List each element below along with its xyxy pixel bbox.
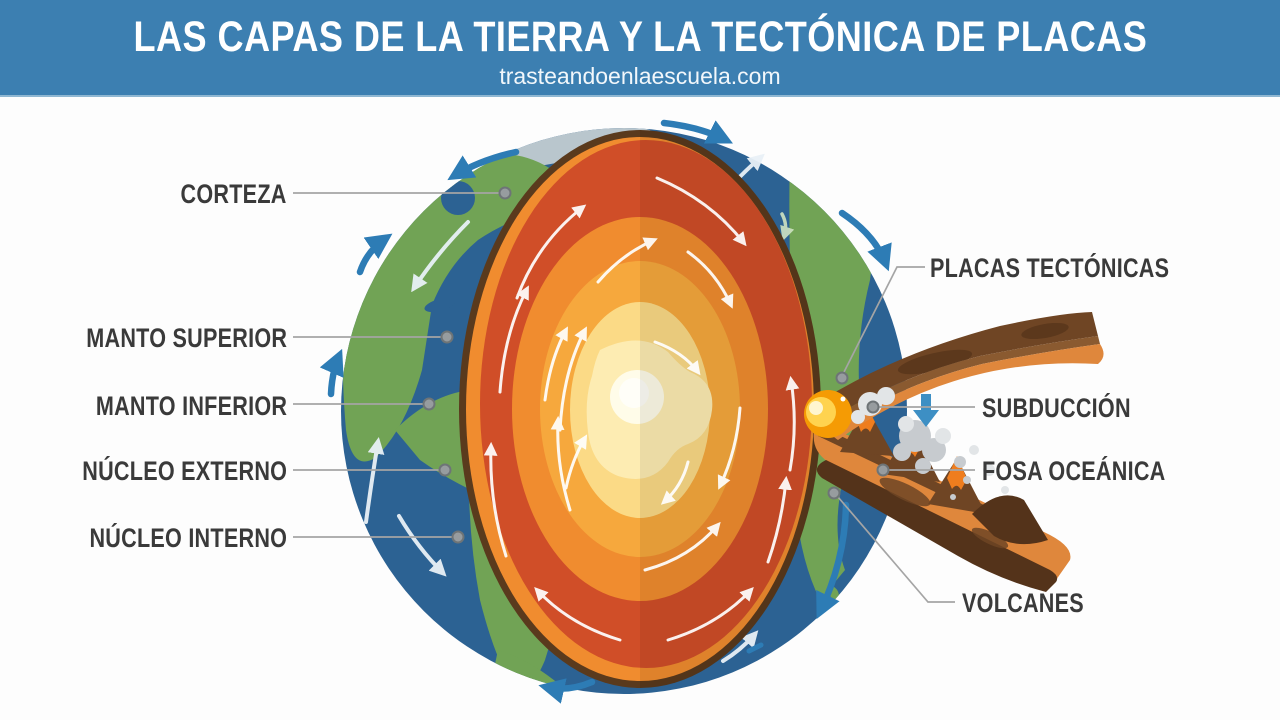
leader-dot [835, 371, 849, 385]
leader-dot [440, 330, 454, 344]
subduction-plates [804, 312, 1104, 592]
leader-lines [293, 186, 975, 603]
subduction-down-arrow-icon [913, 394, 939, 427]
website-url: trasteandoenlaescuela.com [499, 63, 781, 89]
label-subduccion: SUBDUCCIÓN [982, 393, 1131, 423]
upper-plate-strip [832, 336, 1100, 428]
leader-dot [422, 397, 436, 411]
label-nucleo-externo: NÚCLEO EXTERNO [82, 456, 287, 486]
coastal-hill [972, 495, 1048, 545]
convection-arrows [483, 176, 800, 642]
label-manto-inferior: MANTO INFERIOR [95, 391, 287, 421]
green-down-arrow-icon [780, 212, 795, 242]
label-manto-superior: MANTO SUPERIOR [86, 323, 287, 353]
page-title: LAS CAPAS DE LA TIERRA Y LA TECTÓNICA DE… [133, 13, 1147, 61]
leader-dot [498, 186, 512, 200]
earth-cutaway [459, 130, 821, 688]
cutaway-shading [640, 130, 821, 688]
smoke-icon [851, 387, 1009, 500]
lower-plate-underside [816, 460, 1058, 592]
leader-dot [438, 463, 452, 477]
magma-icon [804, 390, 852, 438]
label-fosa-oceanica: FOSA OCEÁNICA [982, 456, 1166, 486]
label-volcanes: VOLCANES [962, 588, 1084, 618]
header-banner: LAS CAPAS DE LA TIERRA Y LA TECTÓNICA DE… [0, 0, 1280, 97]
plate-motion-arrows [319, 119, 892, 704]
label-nucleo-interno: NÚCLEO INTERNO [89, 523, 287, 553]
inner-core-highlight [619, 378, 649, 408]
leader-dot [866, 400, 880, 414]
leader-dot [451, 530, 465, 544]
label-placas-tectonicas: PLACAS TECTÓNICAS [930, 253, 1170, 283]
label-corteza: CORTEZA [180, 179, 287, 209]
leader-dot [827, 486, 841, 500]
upper-plate-front [830, 344, 1104, 440]
leader-dot [876, 463, 890, 477]
